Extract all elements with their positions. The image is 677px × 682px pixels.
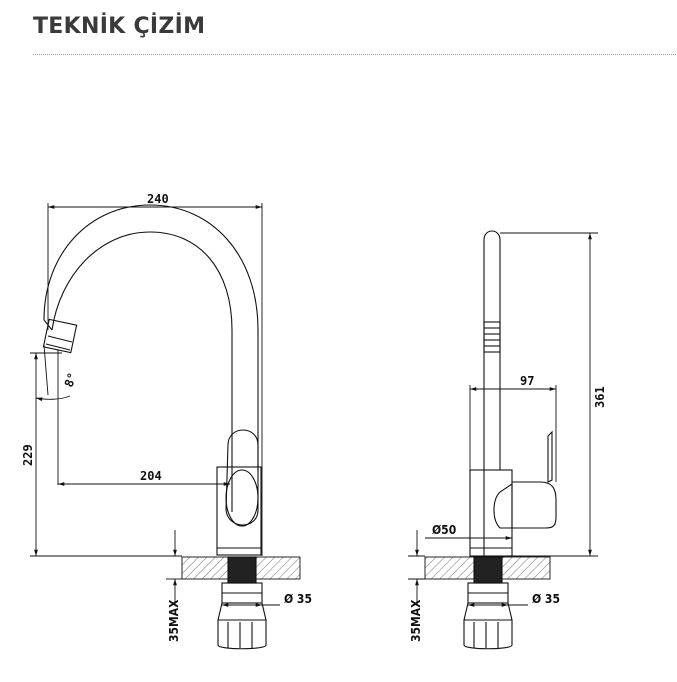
front-counter-max-label: 35MAX bbox=[167, 599, 181, 642]
page-title: TEKNİK ÇİZİM bbox=[33, 14, 206, 39]
front-reach-label: 204 bbox=[140, 469, 162, 483]
side-depth-label: 97 bbox=[520, 374, 534, 388]
side-counter-max-label: 35MAX bbox=[409, 599, 423, 642]
side-height-label: 361 bbox=[593, 386, 607, 408]
front-view bbox=[42, 204, 301, 650]
front-dimension-lines bbox=[30, 203, 280, 607]
front-width-label: 240 bbox=[147, 192, 169, 206]
side-dimension-lines bbox=[408, 232, 598, 607]
spray-angle-label: 8° bbox=[62, 371, 80, 389]
side-view bbox=[424, 230, 557, 650]
front-hose-diameter-label: Ø 35 bbox=[284, 592, 312, 606]
side-hose-diameter-label: Ø 35 bbox=[532, 592, 560, 606]
front-height-label: 229 bbox=[21, 444, 35, 466]
title-divider bbox=[33, 54, 676, 55]
side-base-diameter-label: Ø50 bbox=[432, 523, 456, 537]
